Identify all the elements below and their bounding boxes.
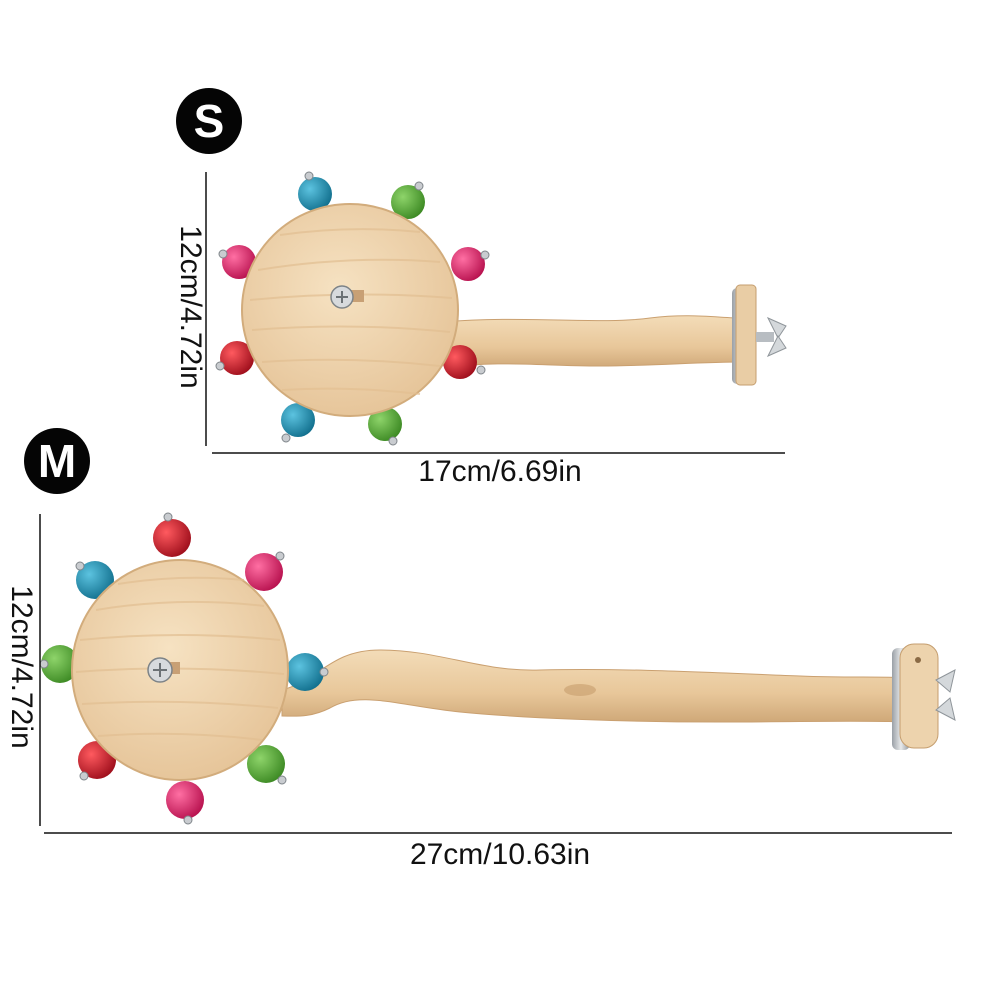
bead [298, 177, 332, 211]
bead [222, 245, 256, 279]
bead [245, 553, 283, 591]
medium-width-label: 27cm/10.63in [409, 838, 591, 871]
small-center-screw-icon [330, 285, 364, 309]
bead [76, 561, 114, 599]
bead [220, 341, 254, 375]
bead [247, 745, 285, 783]
small-wood-grain [249, 228, 453, 395]
small-wooden-disc [241, 203, 459, 417]
small-wingnut-icon [756, 316, 787, 358]
bead [391, 185, 425, 219]
bead [41, 645, 79, 683]
medium-knot [564, 684, 596, 696]
bead [286, 653, 324, 691]
bead [281, 403, 315, 437]
small-end-cap [735, 284, 757, 386]
small-perch-stick [444, 315, 743, 369]
medium-center-screw-icon [147, 657, 180, 683]
medium-end-cap [899, 643, 939, 749]
medium-perch-stick [281, 649, 906, 723]
bead [443, 345, 477, 379]
small-perch-toy [215, 171, 787, 446]
medium-beads [39, 512, 329, 825]
medium-perch-toy [39, 512, 956, 825]
medium-height-label: 12cm/4.72in [5, 585, 38, 749]
bead [368, 407, 402, 441]
size-badge-small: S [176, 88, 242, 154]
small-width-label: 17cm/6.69in [418, 455, 582, 488]
bead [166, 781, 204, 819]
medium-wingnut-icon [935, 669, 956, 721]
bead [451, 247, 485, 281]
small-height-label: 12cm/4.72in [174, 225, 207, 389]
size-badge-medium: M [24, 428, 90, 494]
small-beads [215, 171, 490, 446]
bead [153, 519, 191, 557]
